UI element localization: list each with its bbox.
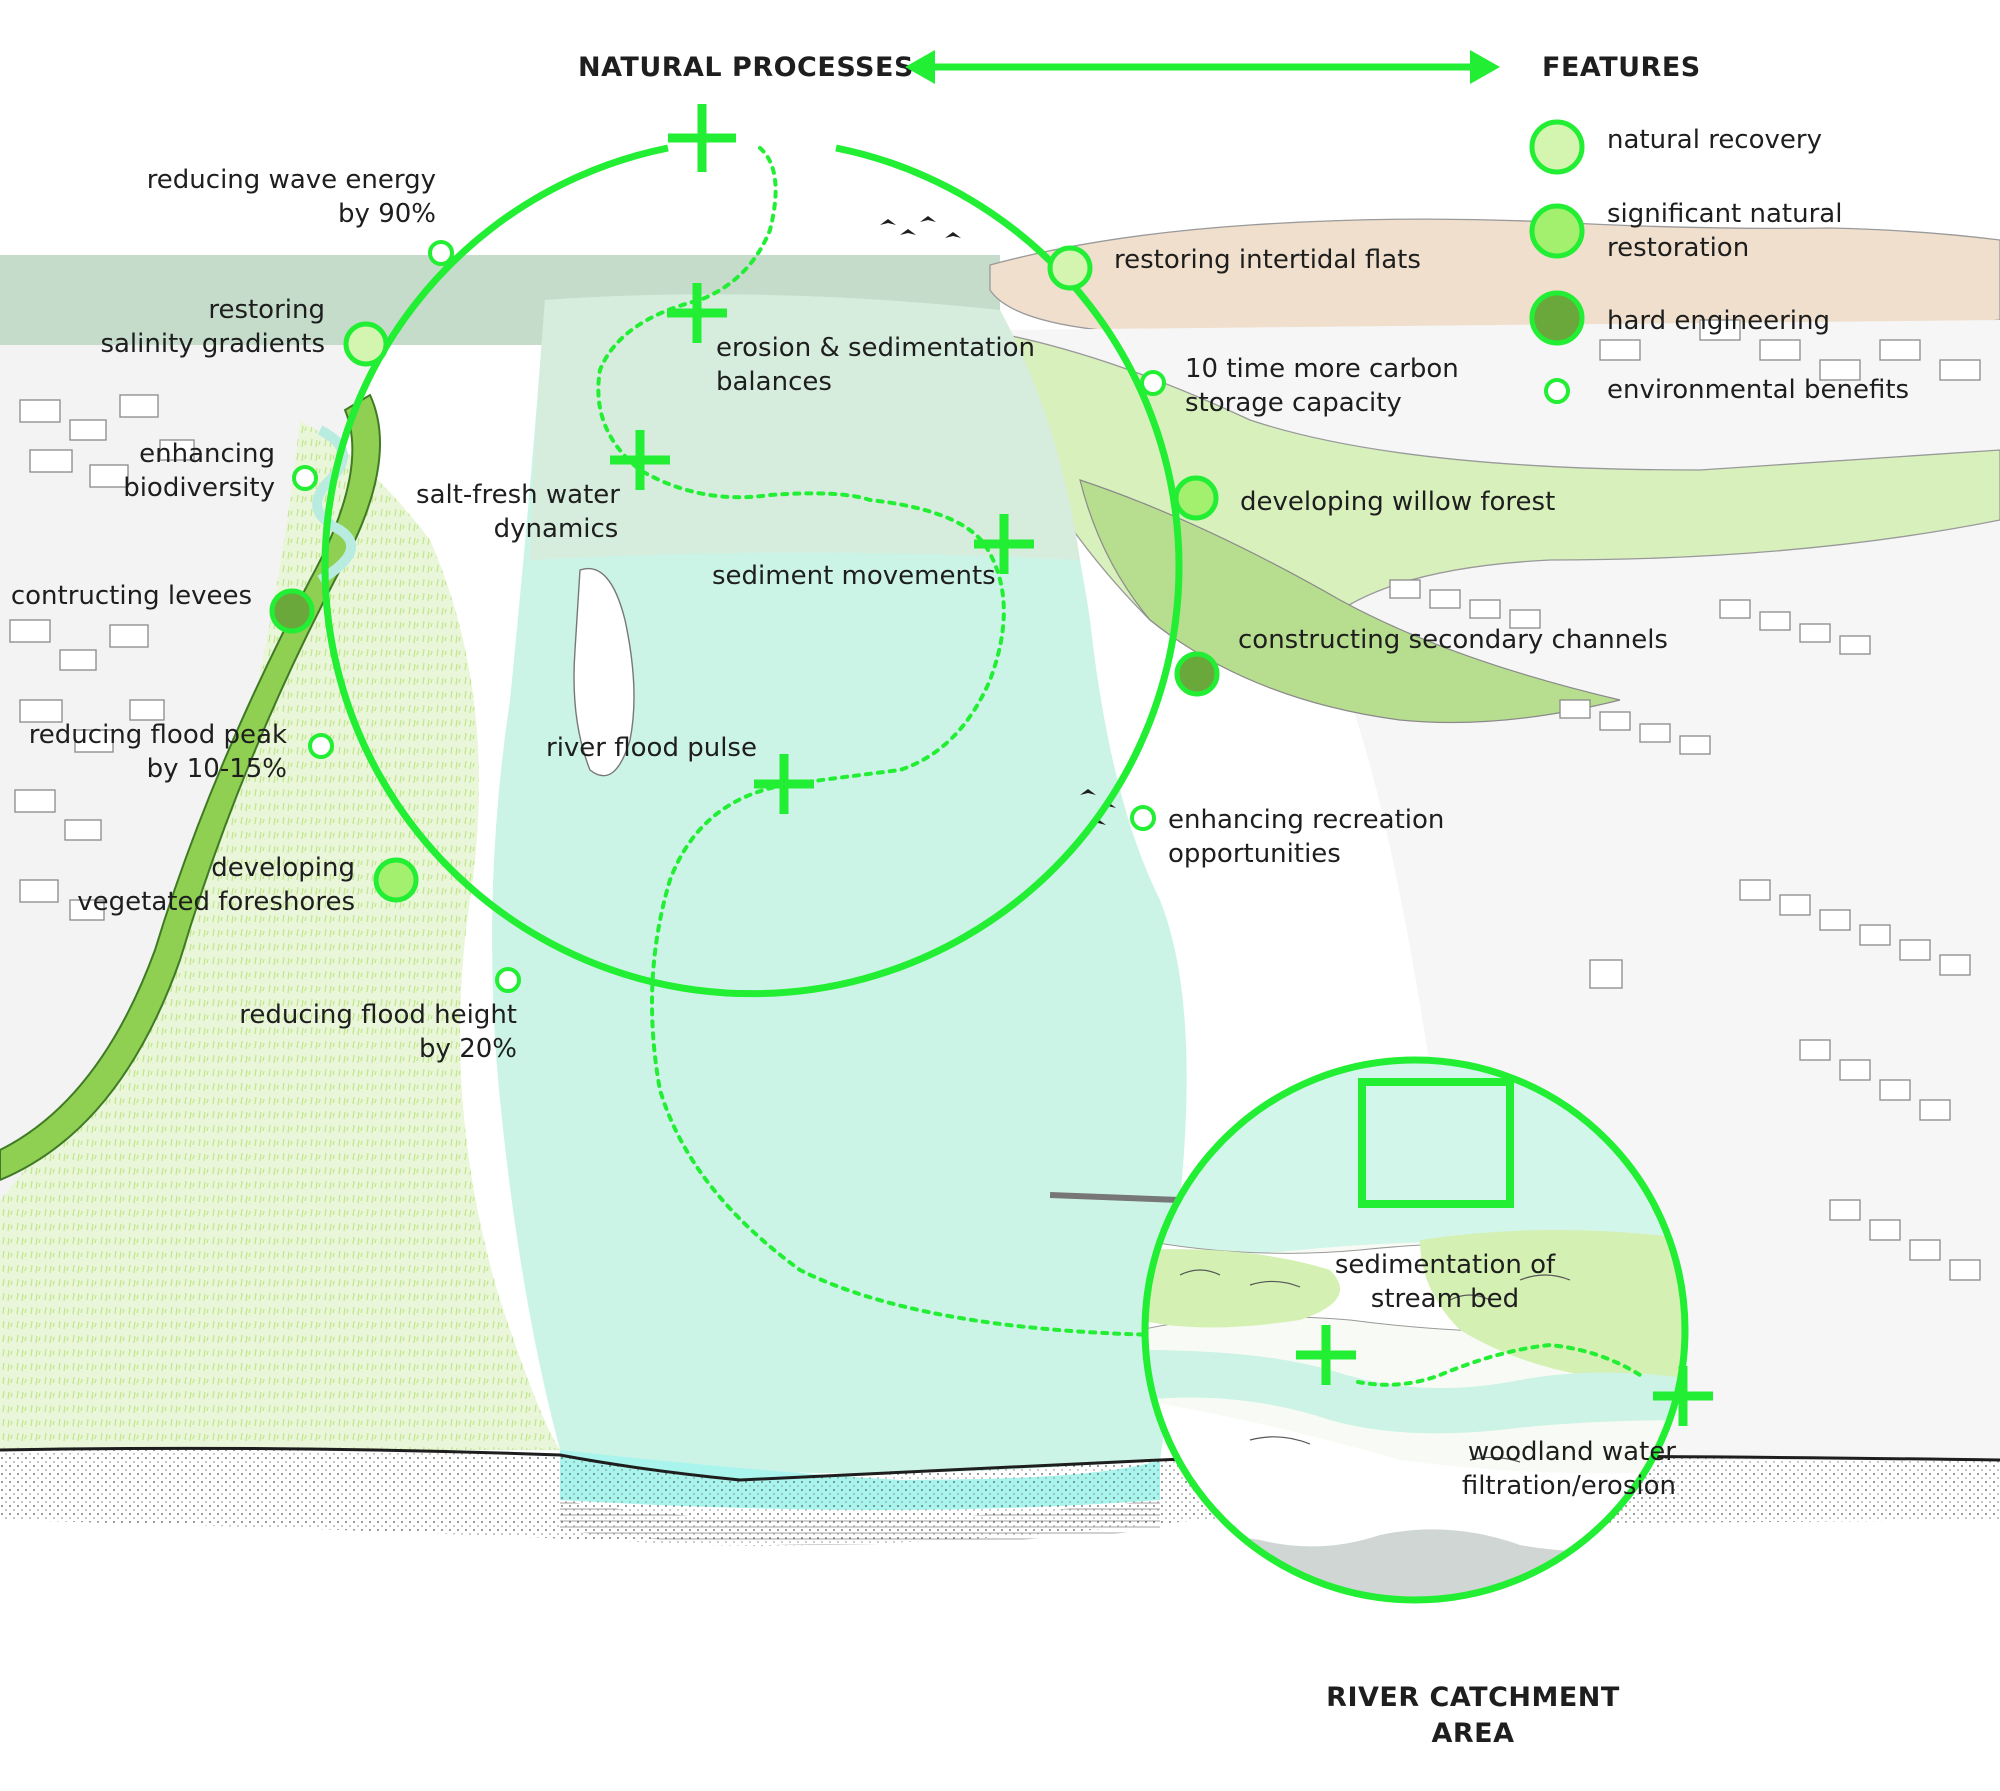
- marker-willow-forest: [1173, 475, 1219, 521]
- process-paths: [596, 146, 1332, 1354]
- label-contructing-levees: contructing levees: [11, 581, 252, 611]
- ring-arc: [321, 144, 1183, 998]
- plus-river-flood-pulse: [754, 754, 814, 814]
- left-marsh-grass: [0, 420, 560, 1450]
- left-houses: [9, 394, 195, 921]
- marker-restoring-salinity: [343, 321, 389, 367]
- legend-hard-engineering: hard engineering: [1607, 306, 1830, 336]
- marker-restoring-intertidal: [1047, 245, 1093, 291]
- header: NATURAL PROCESSES FEATURES: [578, 50, 1701, 84]
- legend-natural-recovery-marker: [1529, 119, 1585, 175]
- marker-reducing-flood-peak: [308, 733, 334, 759]
- process-path-upper: [596, 146, 1006, 787]
- estuary-upper-water: [530, 294, 1080, 560]
- process-path-to-catchment: [650, 783, 1332, 1354]
- estuary-water: [492, 294, 1187, 1474]
- double-arrow: [905, 50, 1500, 84]
- marker-enhancing-biodiversity: [292, 465, 318, 491]
- process-ring: [321, 104, 1183, 998]
- marker-secondary-channels: [1174, 651, 1220, 697]
- label-willow-forest: developing willow forest: [1240, 487, 1555, 517]
- natural-processes-title: NATURAL PROCESSES: [578, 52, 914, 83]
- far-hills: [989, 218, 2000, 334]
- marker-contructing-levees: [269, 588, 315, 634]
- river-island: [573, 568, 635, 777]
- inset-frame: [1141, 1056, 1689, 1604]
- marker-carbon-storage: [1140, 370, 1166, 396]
- plus-woodland-filtration: [1653, 1366, 1713, 1426]
- marker-reducing-wave-energy: [428, 240, 454, 266]
- marker-developing-foreshores: [373, 857, 419, 903]
- right-houses: [1389, 319, 1981, 1281]
- water-section: [560, 1500, 1160, 1545]
- pier: [1049, 1192, 1181, 1203]
- features-title: FEATURES: [1542, 52, 1701, 83]
- legend-natural-recovery: natural recovery: [1607, 125, 1822, 155]
- inset-focus-box: [1358, 1078, 1514, 1208]
- legend-environmental-benefits-marker: [1544, 378, 1570, 404]
- plus-sedimentation-stream: [1296, 1325, 1356, 1385]
- label-secondary-channels: constructing secondary channels: [1238, 625, 1668, 655]
- inset-process-path: [1356, 1342, 1642, 1387]
- legend-environmental-benefits: environmental benefits: [1607, 375, 1909, 405]
- marker-reducing-flood-height: [495, 967, 521, 993]
- plus-erosion-sedimentation: [667, 283, 727, 343]
- legend-hard-engineering-marker: [1529, 290, 1585, 346]
- process-markers: [610, 283, 1034, 814]
- legend-significant-restoration-marker: [1529, 203, 1585, 259]
- label-restoring-intertidal: restoring intertidal flats: [1114, 245, 1421, 275]
- feature-markers: [269, 240, 1220, 993]
- plus-sediment-movements: [974, 514, 1034, 574]
- plus-salt-fresh: [610, 430, 670, 490]
- label-sediment-movements: sediment movements: [712, 561, 996, 591]
- label-river-flood-pulse: river flood pulse: [546, 733, 757, 763]
- marker-recreation: [1130, 805, 1156, 831]
